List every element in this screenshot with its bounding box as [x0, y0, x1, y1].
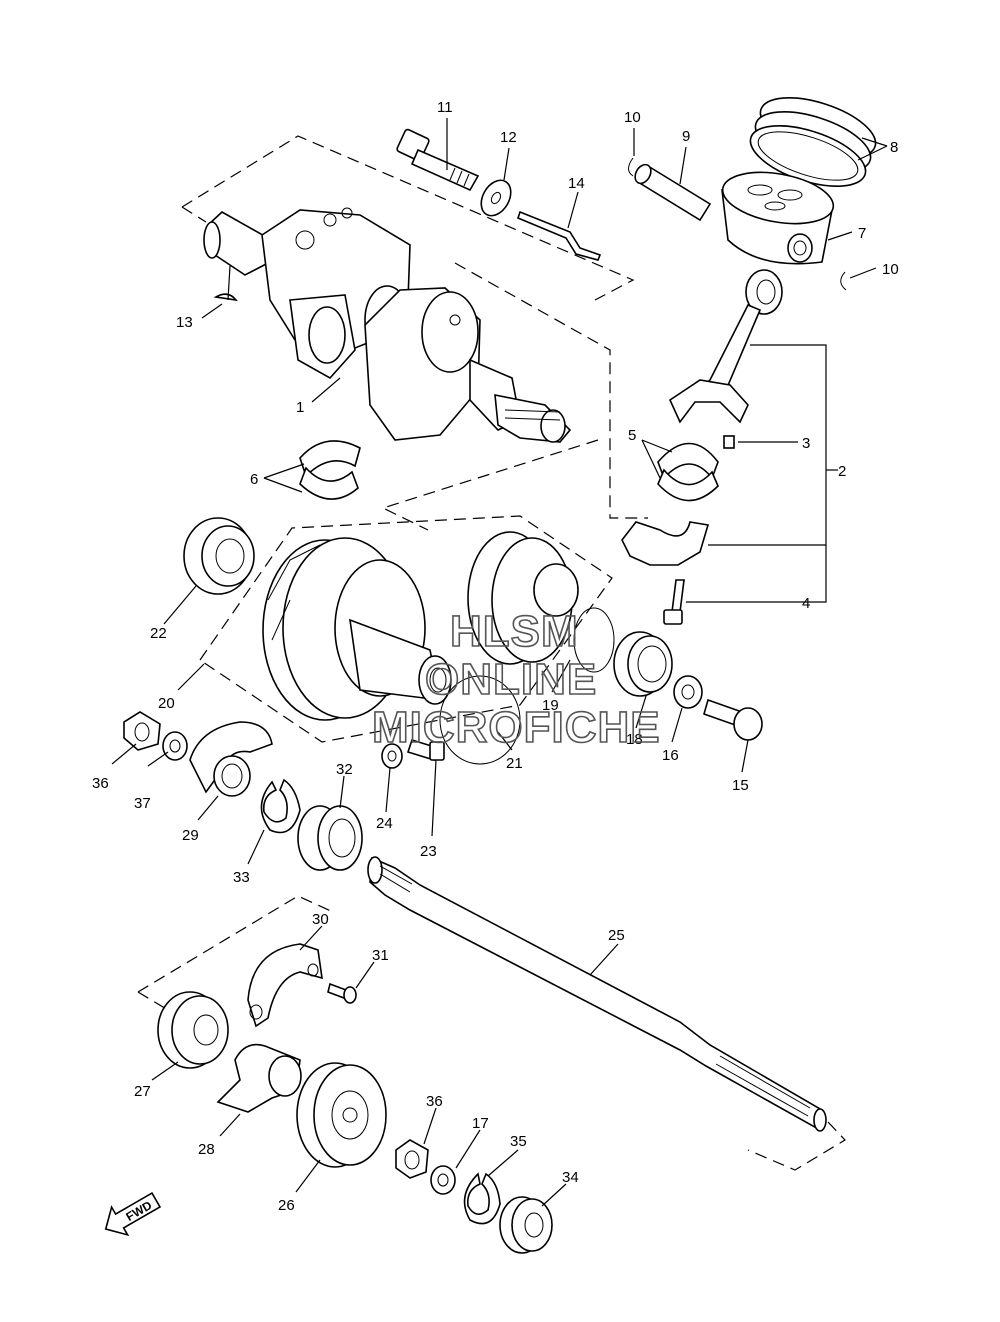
callout-4: 4 [802, 595, 810, 612]
bearing-22 [183, 517, 255, 595]
callout-17: 17 [472, 1115, 489, 1132]
callout-23: 23 [420, 843, 437, 860]
nut-36-upper [123, 711, 161, 751]
circlip-33 [260, 778, 301, 834]
callout-28: 28 [198, 1141, 215, 1158]
main-bearings [299, 440, 361, 500]
clip-10-right [840, 271, 847, 291]
rod-bolt [663, 579, 685, 625]
callout-25: 25 [608, 927, 625, 944]
needle-bearing-18 [613, 631, 673, 697]
callout-10-top: 10 [624, 109, 641, 126]
callout-33: 33 [233, 869, 250, 886]
lock-washer-37 [162, 731, 188, 761]
callout-30: 30 [312, 911, 329, 928]
o-ring-19 [573, 607, 615, 673]
callout-18: 18 [626, 731, 643, 748]
bolt-11 [396, 128, 480, 192]
callout-7: 7 [858, 225, 866, 242]
callout-5: 5 [628, 427, 636, 444]
callout-12: 12 [500, 129, 517, 146]
callout-26: 26 [278, 1197, 295, 1214]
gear-26 [296, 1062, 387, 1168]
bearing-27 [157, 991, 229, 1069]
callout-13: 13 [176, 314, 193, 331]
callout-24: 24 [376, 815, 393, 832]
rod-cap [621, 521, 710, 566]
lock-washer-17 [430, 1165, 456, 1195]
callout-34: 34 [562, 1169, 579, 1186]
callout-10-right: 10 [882, 261, 899, 278]
callout-9: 9 [682, 128, 690, 145]
shaft-25 [367, 856, 827, 1132]
woodruff-key [213, 293, 238, 302]
callout-2: 2 [838, 463, 846, 480]
bearing-holder-29 [189, 721, 273, 797]
callout-35: 35 [510, 1133, 527, 1150]
callout-16: 16 [662, 747, 679, 764]
piston [721, 171, 835, 265]
callout-8: 8 [890, 139, 898, 156]
callout-19: 19 [542, 697, 559, 714]
callout-37: 37 [134, 795, 151, 812]
needle-bearing-32 [297, 805, 363, 871]
callout-31: 31 [372, 947, 389, 964]
callout-14: 14 [568, 175, 585, 192]
piston-rings [749, 97, 877, 187]
big-end-bearings [657, 442, 719, 502]
callout-11: 11 [437, 99, 453, 116]
callout-1: 1 [296, 399, 304, 416]
piston-pin [634, 163, 712, 222]
callout-20: 20 [158, 695, 175, 712]
bolt-23 [406, 739, 445, 761]
holder-28 [216, 1043, 302, 1113]
leader-lines [111, 118, 888, 1207]
callout-3: 3 [802, 435, 810, 452]
callout-22: 22 [150, 625, 167, 642]
callout-labels: 1 2 3 4 5 6 7 8 9 10 10 11 12 13 14 15 1… [92, 99, 899, 1214]
washer-24 [381, 743, 403, 769]
watermark-line-1: HLSM [450, 607, 579, 656]
callout-36-lower: 36 [426, 1093, 443, 1110]
bearing-34 [499, 1196, 553, 1254]
bolt-15 [703, 698, 763, 741]
clip-10-left [628, 157, 634, 177]
connecting-rod [668, 269, 783, 424]
watermark-line-2: ONLINE [425, 655, 597, 704]
callout-29: 29 [182, 827, 199, 844]
fwd-arrow: FWD [104, 1191, 162, 1237]
watermark-line-3: MICROFICHE [372, 703, 661, 752]
washer-12 [480, 179, 512, 217]
callout-27: 27 [134, 1083, 151, 1100]
screw-31 [327, 982, 357, 1004]
callout-36-upper: 36 [92, 775, 109, 792]
drive-gear-assembly [262, 537, 452, 721]
callout-32: 32 [336, 761, 353, 778]
plate-30 [247, 943, 323, 1028]
driven-gear [467, 531, 579, 665]
lock-washer-16 [673, 675, 703, 709]
watermark: HLSM ONLINE MICROFICHE [371, 606, 661, 753]
group-outlines [137, 135, 846, 1171]
circlip-35 [463, 1172, 501, 1225]
dowel-pin [723, 435, 735, 449]
callout-21: 21 [506, 755, 523, 772]
pipe-14 [517, 210, 602, 261]
o-ring-21 [439, 675, 521, 765]
nut-36-lower [395, 1139, 429, 1179]
crankshaft [203, 207, 572, 443]
callout-15: 15 [732, 777, 749, 794]
callout-6: 6 [250, 471, 258, 488]
